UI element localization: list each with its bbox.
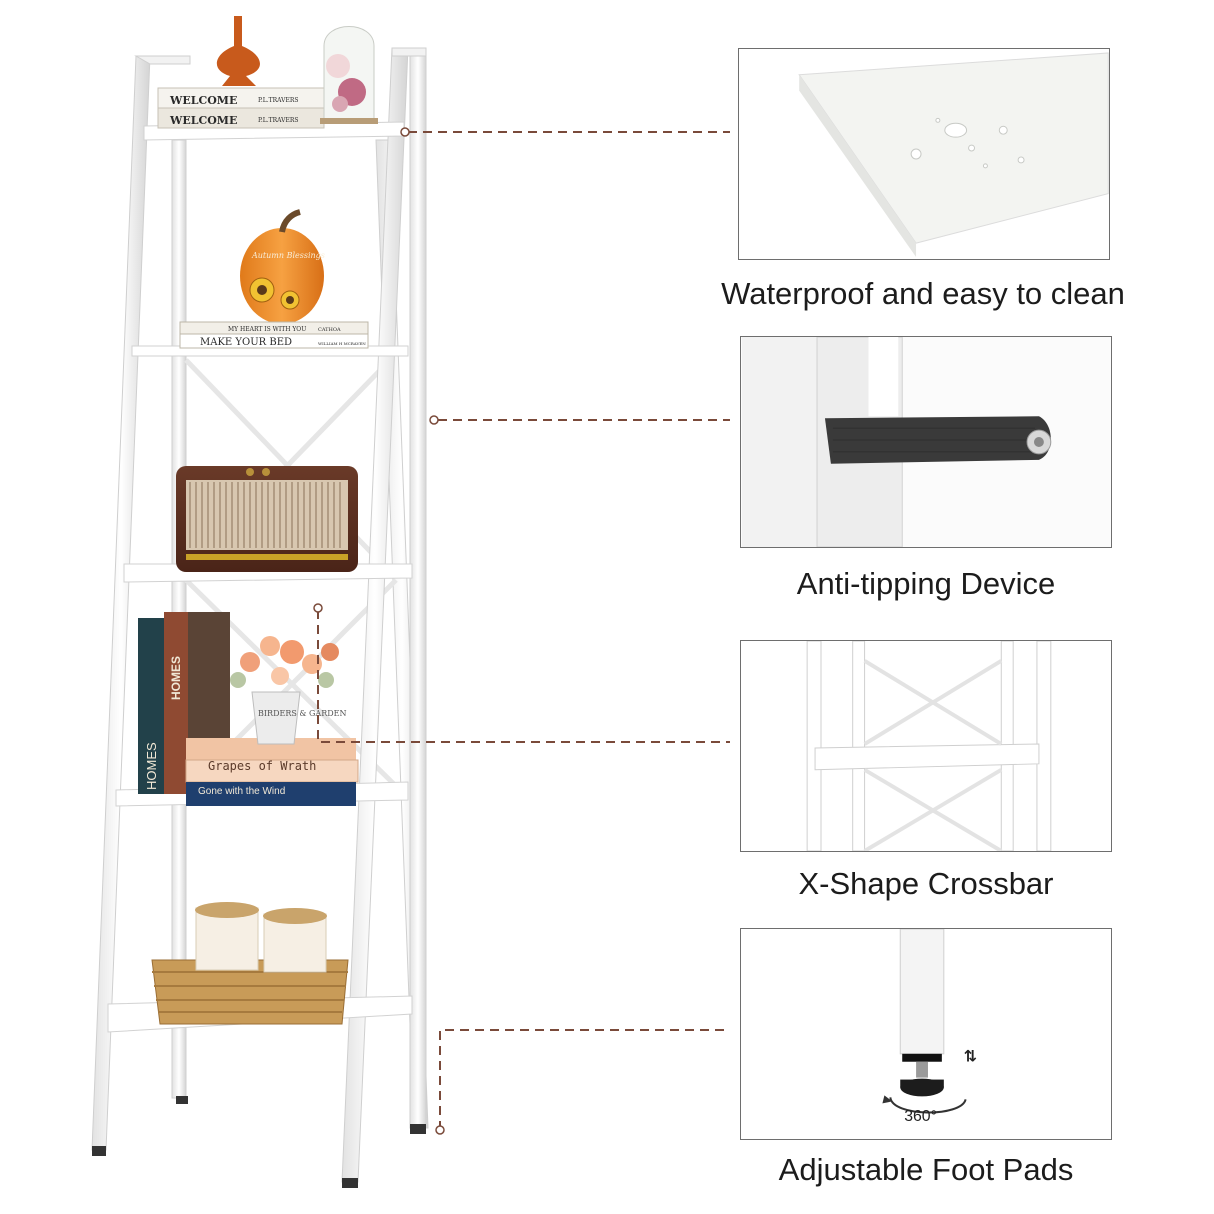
crossbar-detail-panel (740, 640, 1112, 852)
connector-dots (313, 127, 445, 1135)
book-grapes: Grapes of Wrath (208, 759, 316, 773)
book-author-bed: WILLIAM H MCRAVEN (318, 341, 366, 346)
waterproof-detail-panel (738, 48, 1110, 260)
shelf4-decor (138, 612, 359, 806)
crossbar-image (741, 641, 1111, 851)
book-homes-1: HOMES (144, 742, 159, 790)
pumpkin-text: Autumn Blessings (251, 251, 325, 260)
top-shelf-decor (157, 16, 378, 129)
connector-lines (317, 131, 730, 1130)
caption-anti-tipping: Anti-tipping Device (796, 566, 1056, 601)
caption-waterproof: Waterproof and easy to clean (721, 276, 1125, 311)
book-wind: Gone with the Wind (198, 786, 285, 797)
caption-foot-pads: Adjustable Foot Pads (778, 1152, 1074, 1187)
book-author-1: P.L.TRAVERS (258, 97, 299, 104)
book-title-welcome-1: WELCOME (169, 94, 237, 107)
foot-pads-detail-panel: ⇅ 360° (740, 928, 1112, 1140)
book-title-welcome-2: WELCOME (169, 114, 237, 127)
wet-board-image (739, 49, 1109, 259)
anti-tipping-detail-panel (740, 336, 1112, 548)
radio-speaker-decor (176, 466, 358, 572)
caption-crossbar: X-Shape Crossbar (798, 866, 1054, 901)
basket-decor (151, 902, 349, 1025)
foot-pad-image: ⇅ 360° (741, 929, 1111, 1139)
book-author-heart: CATHOA (318, 327, 341, 333)
book-homes-2: HOMES (169, 656, 183, 700)
pumpkin-decor (179, 209, 369, 349)
pot-label: BIRDERS & GARDEN (258, 709, 346, 718)
anti-tipping-strap-image (741, 337, 1111, 547)
book-title-bed: MAKE YOUR BED (200, 337, 292, 348)
book-title-heart: MY HEART IS WITH YOU (228, 326, 306, 333)
book-author-2: P.L.TRAVERS (258, 117, 299, 124)
adjust-height-icon: ⇅ (964, 1047, 977, 1066)
rotation-label: 360° (904, 1108, 937, 1125)
front-legs (91, 47, 427, 1188)
